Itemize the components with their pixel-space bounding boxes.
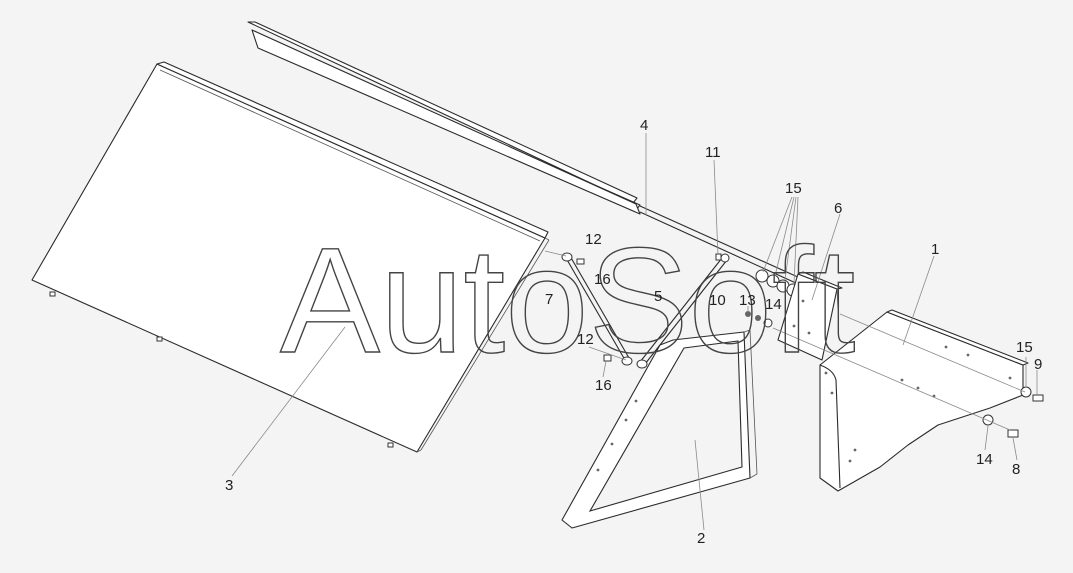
label-8: 8 <box>1012 461 1020 478</box>
part-2-frame <box>561 329 758 529</box>
label-12-lower: 12 <box>577 331 594 348</box>
label-10: 10 <box>709 292 726 309</box>
right-hardware <box>982 386 1044 438</box>
part-4-rail <box>247 21 801 285</box>
label-14-lower: 14 <box>976 451 993 468</box>
label-2: 2 <box>697 530 705 547</box>
label-1: 1 <box>931 241 939 258</box>
label-15-right: 15 <box>1016 339 1033 356</box>
label-16-upper: 16 <box>594 271 611 288</box>
label-16-lower: 16 <box>595 377 612 394</box>
label-11: 11 <box>705 144 721 161</box>
part-1-side-panel <box>819 309 1029 492</box>
label-6: 6 <box>834 200 842 217</box>
part-3-panel <box>31 61 550 453</box>
part-6-bracket <box>777 271 843 361</box>
label-4: 4 <box>640 117 648 134</box>
leader-lines <box>231 133 1038 531</box>
label-12-upper: 12 <box>585 231 602 248</box>
label-15-upper: 15 <box>785 180 802 197</box>
part-7-strut <box>561 252 633 366</box>
label-9: 9 <box>1034 356 1042 373</box>
label-7: 7 <box>545 291 553 308</box>
washers-and-nuts <box>745 269 800 328</box>
label-13: 13 <box>739 292 756 309</box>
callout-labels: 1 2 3 4 5 6 7 8 9 10 11 12 12 13 14 14 1… <box>225 117 1042 547</box>
label-14-upper: 14 <box>765 296 782 313</box>
hardware-pins <box>576 253 722 362</box>
label-5: 5 <box>654 288 662 305</box>
watermark-text: AutoSoft <box>280 216 855 384</box>
label-3: 3 <box>225 477 233 494</box>
